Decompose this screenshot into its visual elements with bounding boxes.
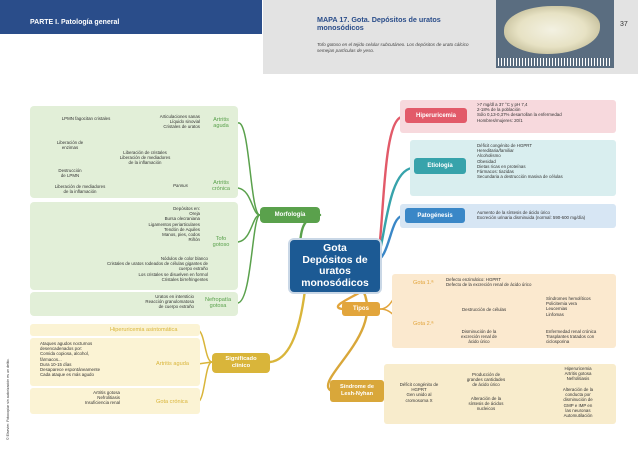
nefropatia-label: Nefropatía gotosa [204,297,232,309]
hiperuricemia-asintomatica-label: Hiperuricemia asintomática [110,327,178,333]
page-number: 37 [620,21,628,28]
depositos-text: Depósitos en: Oreja Bursa olecraniana Li… [148,206,201,243]
sindromes-text: Síndromes hemolíticos Policitemia vera L… [546,296,591,317]
map-caption: Tofo gotoso en el tejido celular subcutá… [317,42,469,53]
map-title: MAPA 17. Gota. Depósitos de uratos monos… [317,15,441,33]
lesch-produccion-text: Producción de grandes cantidades de ácid… [466,372,506,388]
morfologia-nefro-panel [30,292,238,316]
artritis-aguda-text: Ataques agudos nocturnos desencadenados … [40,341,101,378]
tofo-gotoso-label: Tofo gotoso [212,236,230,248]
hiperuricemia-node: Hiperuricemia [405,108,467,123]
lesch-hiperuricemia-text: Hiperuricemia Artritis gotosa Nefrolitia… [564,366,592,382]
liberacion-enzimas-text: Liberación de enzimas [56,140,84,151]
asintomatica-panel [30,324,200,336]
nodulos-text: Nódulos de color blanco Cristales de ura… [106,256,208,282]
patogenesis-node: Patogénesis [405,208,465,223]
gota-cronica-label: Gota crónica [156,399,188,405]
artritis-aguda-label: Artritis aguda [213,117,229,129]
hiperuricemia-text: >7 mg/dl a 37 °C y pH 7,4 2-18% de la po… [477,102,562,123]
patogenesis-text: Aumento de la síntesis de ácido úrico Ex… [477,210,586,221]
header-part-title: PARTE I. Patología general [30,19,120,26]
lesch-alteracion-text: Alteración de la síntesis de ácidos nucl… [468,396,504,412]
gota-2-label: Gota 2.ª [413,321,434,327]
liberacion-mediadores-text: Liberación de mediadores de la inflamaci… [54,184,106,195]
articulaciones-text: Articulaciones sanas Líquido sinovial Cr… [159,114,200,130]
artritis-aguda-panel [30,338,200,386]
gout-photo [496,0,614,68]
tipos-panel [392,274,616,348]
lesch-deficit-text: Déficit congénito de HGPRT Gen unido al … [399,382,439,403]
destruccion-lpmn-text: Destrucción de LPMN [58,168,82,179]
header-bar [0,0,262,34]
lesch-conducta-text: Alteración de la conducta por disminució… [562,387,594,419]
lesch-panel [384,364,616,424]
pannus-text: Pannus [173,183,188,188]
morfologia-tofo-panel [30,202,238,290]
tipos-node: Tipos [342,302,380,316]
destruccion-celulas-text: Destrucción de células [462,307,507,312]
morfologia-aguda-panel [30,106,238,198]
disminucion-text: Disminución de la excreción renal de áci… [461,329,497,345]
gota-1-text: Defecto enzimático: HGPRT Defecto de la … [446,277,532,288]
enfermedad-renal-text: Enfermedad renal crónica Trasplantes tra… [546,329,597,345]
liberacion-cristales-text: Liberación de cristales Liberación de me… [119,150,171,166]
etiologia-node: Etiología [414,158,466,174]
artritis-aguda-sig-label: Artritis aguda [156,361,189,367]
morfologia-node: Morfología [260,207,320,223]
lesch-node: Síndrome de Lesh-Nyhan [330,380,384,402]
gota-cronica-panel [30,388,200,414]
artritis-cronica-label: Artritis crónica [211,180,231,192]
gota-cronica-text: Artritis gotosa Nefrolitiasis Insuficien… [84,390,120,406]
significado-node: Significado clínico [212,353,270,373]
etiologia-text: Déficit congénito de HGPRT Hereditaria/f… [477,143,563,180]
nefropatia-text: Uratos en intersticio Reacción granuloma… [145,294,194,310]
gota-1-label: Gota 1.ª [413,280,434,286]
lpmn-text: LPMN fagocitan cristales [61,116,111,121]
center-node: Gota Depósitos de uratos monosódicos [288,238,382,294]
